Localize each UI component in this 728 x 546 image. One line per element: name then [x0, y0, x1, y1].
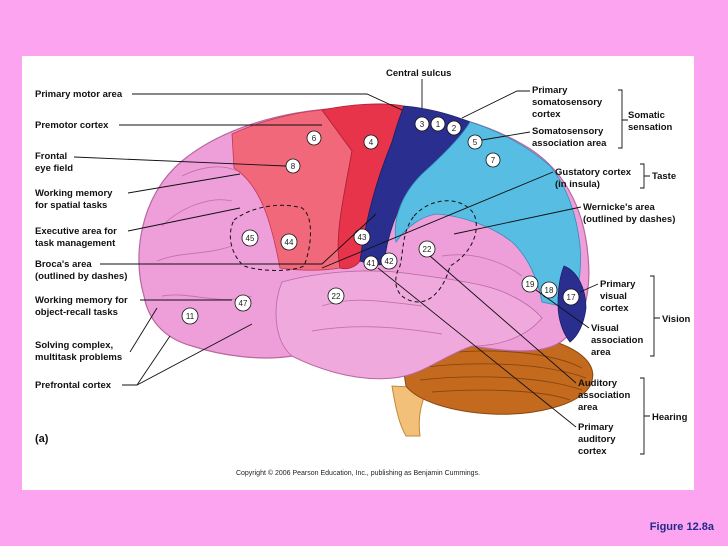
figure-label: Figure 12.8a [649, 521, 714, 533]
svg-text:4: 4 [369, 138, 374, 147]
svg-text:7: 7 [491, 156, 496, 165]
svg-text:(outlined by dashes): (outlined by dashes) [35, 271, 127, 282]
area-44-marker: 44 [280, 233, 298, 251]
somatic-bracket [618, 89, 628, 149]
diagram-panel: 6 4 3 1 2 5 7 8 45 44 43 41 42 22 22 47 … [22, 56, 694, 490]
svg-text:auditory: auditory [578, 434, 616, 445]
area-4-marker: 4 [363, 134, 379, 150]
svg-text:cortex: cortex [600, 303, 629, 314]
svg-text:task management: task management [35, 238, 116, 249]
label-central-sulcus: Central sulcus [386, 68, 451, 79]
label-brocas-area: Broca's area [35, 259, 92, 270]
label-auditory-association: Auditory [578, 378, 618, 389]
area-3-marker: 3 [414, 116, 430, 132]
label-hearing: Hearing [652, 412, 688, 423]
svg-text:for spatial tasks: for spatial tasks [35, 200, 107, 211]
svg-text:3: 3 [420, 120, 425, 129]
svg-text:45: 45 [246, 234, 255, 243]
area-18-marker: 18 [540, 281, 558, 299]
svg-text:area: area [578, 402, 598, 413]
area-2-marker: 2 [446, 120, 462, 136]
label-prefrontal-cortex: Prefrontal cortex [35, 380, 112, 391]
label-somatic-sensation: Somatic [628, 110, 665, 121]
area-6-marker: 6 [306, 130, 322, 146]
svg-text:17: 17 [567, 293, 576, 302]
label-wernickes-area: Wernicke's area [583, 202, 656, 213]
label-solving-complex: Solving complex, [35, 340, 113, 351]
svg-text:multitask problems: multitask problems [35, 352, 122, 363]
gyri-lines [156, 166, 523, 335]
svg-text:11: 11 [186, 312, 195, 321]
svg-text:43: 43 [358, 233, 367, 242]
area-43-marker: 43 [353, 228, 371, 246]
label-frontal-eye-field: Frontal [35, 151, 67, 162]
area-8-marker: 8 [285, 158, 301, 174]
label-visual-association: Visual [591, 323, 619, 334]
area-1-marker: 1 [430, 116, 446, 132]
svg-text:22: 22 [423, 245, 432, 254]
brodmann-markers: 6 4 3 1 2 5 7 8 45 44 43 41 42 22 22 47 … [181, 116, 580, 325]
label-gustatory-cortex: Gustatory cortex [555, 167, 632, 178]
svg-text:(outlined by dashes): (outlined by dashes) [583, 214, 675, 225]
somatosensory-association-region [394, 121, 581, 309]
brain-diagram: 6 4 3 1 2 5 7 8 45 44 43 41 42 22 22 47 … [35, 68, 691, 457]
svg-text:22: 22 [332, 292, 341, 301]
label-executive-area: Executive area for [35, 226, 117, 237]
area-17-marker: 17 [562, 288, 580, 306]
svg-text:cortex: cortex [532, 109, 561, 120]
label-primary-motor-area: Primary motor area [35, 89, 123, 100]
svg-text:1: 1 [436, 120, 441, 129]
svg-text:association: association [591, 335, 643, 346]
svg-text:2: 2 [452, 124, 457, 133]
label-primary-visual: Primary [600, 279, 636, 290]
label-taste: Taste [652, 171, 676, 182]
brocas-outline [229, 204, 311, 271]
svg-text:44: 44 [285, 238, 294, 247]
area-45-marker: 45 [241, 229, 259, 247]
area-5-marker: 5 [467, 134, 483, 150]
area-19-marker: 19 [521, 275, 539, 293]
svg-text:5: 5 [473, 138, 478, 147]
svg-text:object-recall tasks: object-recall tasks [35, 307, 118, 318]
svg-text:8: 8 [291, 162, 296, 171]
svg-text:association: association [578, 390, 630, 401]
svg-text:18: 18 [545, 286, 554, 295]
svg-text:cortex: cortex [578, 446, 607, 457]
label-working-memory-object: Working memory for [35, 295, 128, 306]
hearing-bracket [640, 377, 650, 455]
label-working-memory-spatial: Working memory [35, 188, 113, 199]
area-22-upper-marker: 22 [418, 240, 436, 258]
svg-text:eye field: eye field [35, 163, 73, 174]
svg-text:somatosensory: somatosensory [532, 97, 603, 108]
panel-letter: (a) [35, 433, 49, 445]
label-primary-somatosensory: Primary [532, 85, 568, 96]
area-11-marker: 11 [181, 307, 199, 325]
svg-text:sensation: sensation [628, 122, 673, 133]
svg-text:42: 42 [385, 257, 394, 266]
label-vision: Vision [662, 314, 691, 325]
label-primary-auditory: Primary [578, 422, 614, 433]
vision-bracket [650, 275, 660, 357]
svg-text:47: 47 [239, 299, 248, 308]
area-7-marker: 7 [485, 152, 501, 168]
svg-text:(in insula): (in insula) [555, 179, 600, 190]
svg-text:association area: association area [532, 138, 607, 149]
area-22-lower-marker: 22 [327, 287, 345, 305]
area-42-marker: 42 [380, 252, 398, 270]
area-41-marker: 41 [363, 255, 379, 271]
svg-text:area: area [591, 347, 611, 358]
svg-text:19: 19 [526, 280, 535, 289]
taste-bracket [640, 163, 650, 189]
svg-text:6: 6 [312, 134, 317, 143]
label-premotor-cortex: Premotor cortex [35, 120, 109, 131]
copyright-text: Copyright © 2006 Pearson Education, Inc.… [235, 470, 481, 477]
label-somatosensory-association: Somatosensory [532, 126, 604, 137]
svg-text:41: 41 [367, 259, 376, 268]
area-47-marker: 47 [234, 294, 252, 312]
svg-text:visual: visual [600, 291, 627, 302]
